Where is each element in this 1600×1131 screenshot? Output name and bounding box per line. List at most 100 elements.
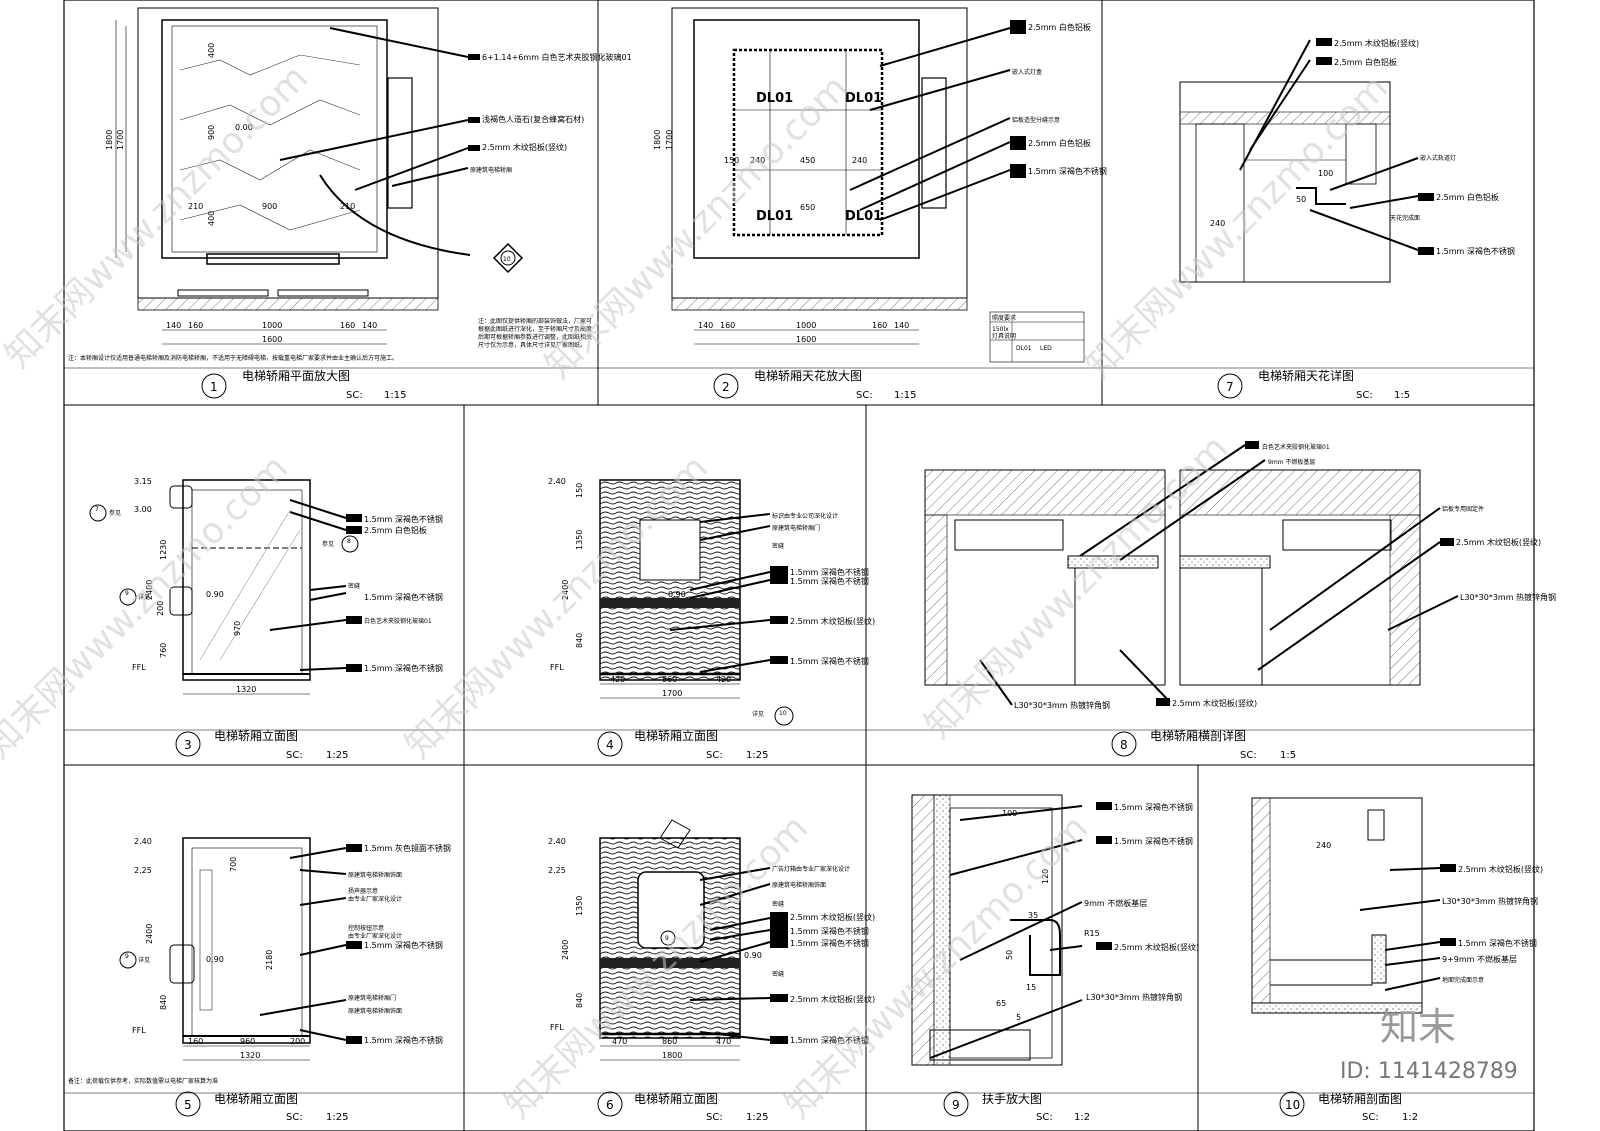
p3-callout-3: 密缝 [348,582,360,590]
p9-callout-2: 1.5mm 深褐色不锈钢 [1114,836,1193,846]
title-3-num: 3 [184,738,192,752]
p4-total-dim: 1700 [662,689,682,698]
p5-callout-2: 原建筑电梯轿厢饰面 [348,871,402,879]
title-4-circle [597,731,623,757]
p4-bottom-dim-2: 860 [662,675,677,684]
p2-lamp-2: DL01 [845,91,882,106]
title-1-circle [201,373,227,399]
p5-callout-7: 1.5mm 深褐色不锈钢 [364,940,443,950]
brand-logo-text: 知末 [1380,1005,1456,1049]
p9-callout-3: 9mm 不燃板基层 [1084,898,1147,908]
p3-callout-6: 1.5mm 深褐色不锈钢 [364,663,443,673]
p1-note-2-box: 注：此图仅提供轿厢的部装饰做法，厂家可根据此图纸进行深化，至于轿厢尺寸及高度后期… [478,318,593,349]
p6-callout-9: 1.5mm 深褐色不锈钢 [790,1035,869,1045]
p4-ffl: FFL [550,663,564,672]
p6-bottom-dim-2: 860 [662,1037,677,1046]
p1-level: 0.00 [235,123,253,132]
title-4-num: 4 [606,738,614,752]
title-2-num: 2 [722,380,730,394]
title-4: 电梯轿厢立面图 [634,728,718,743]
p5-callout-4: 由专业厂家深化设计 [348,895,402,903]
p2-callout-2: 嵌入式灯盒 [1012,68,1042,76]
title-3-circle [175,731,201,757]
p1-total-dim: 1600 [262,335,282,344]
panel-8-section: 白色艺术夹胶钢化玻璃01 9mm 不燃板基层 铝板专用固定件 2.5mm 木纹铝… [924,441,1556,710]
p3-dim-4: 2400 [145,580,154,600]
title-9-sc: SC: [1036,1112,1053,1123]
p8-callout-4: 2.5mm 木纹铝板(竖纹) [1456,537,1541,547]
p1-note: 注：本轿厢设计仅适用普通电梯轿厢及消防电梯轿厢，不适用于无障碍电梯，按载重电梯厂… [68,354,398,362]
p8-callout-1: 白色艺术夹胶钢化玻璃01 [1262,443,1330,451]
title-6-circle [597,1091,623,1117]
title-5: 电梯轿厢立面图 [214,1091,298,1106]
p4-bottom-dim-3: 420 [716,675,731,684]
p1-bottom-dim-1: 140 [166,321,181,330]
p9-callout-5: 2.5mm 木纹铝板(竖纹) [1114,942,1199,952]
p1-bottom-dim-4: 160 [340,321,355,330]
p10-callout-3: 1.5mm 深褐色不锈钢 [1458,938,1537,948]
p1-index-mark: 10 [503,256,511,263]
p2-legend-head: 照度要求 [992,314,1016,322]
p2-legend-row-3: LED [1040,345,1052,352]
title-10-num: 10 [1285,1098,1300,1112]
p5-note: 备注：此荷载仅供参考，实际数值需以电梯厂家核算为准 [68,1077,218,1085]
title-5-sc: SC: [286,1112,303,1123]
title-10: 电梯轿厢剖面图 [1318,1091,1402,1106]
p1-note-2: 注：此图仅提供轿厢的部装饰做法，厂家可根据此图纸进行深化，至于轿厢尺寸及高度后期… [478,318,593,349]
p5-dim-2180: 2180 [265,950,274,970]
p2-legend-table: 照度要求 灯具说明 150lx DL01 LED [989,311,1085,363]
p6-callout-5: 1.5mm 深褐色不锈钢 [790,926,869,936]
p5-bottom-dim-3: 200 [290,1037,305,1046]
p7-callout-4: 2.5mm 白色铝板 [1436,192,1499,202]
p9-dim-7: 5 [1016,1013,1021,1022]
p10-callout-2: L30*30*3mm 热镀锌角钢 [1442,896,1538,906]
title-6-sc: SC: [706,1112,723,1123]
p7-note: 天花完成面 [1390,214,1420,222]
title-8: 电梯轿厢横剖详图 [1150,728,1246,743]
p2-left-dim-2: 1700 [665,130,674,150]
panel-4-elevation: 标识由专业公司深化设计 原建筑电梯轿厢门 密缝 1.5mm 深褐色不锈钢 1.5… [548,477,875,726]
panel-2-ceiling: DL01 DL01 DL01 DL01 2.5mm 白色铝板 嵌入式灯盒 铝板造… [653,7,1107,363]
title-6-scale: 1:25 [746,1112,768,1123]
p3-ref-num-1: 7 [95,506,99,513]
p4-dim-1: 2.40 [548,477,566,486]
p5-dim-4: 840 [159,995,168,1010]
p5-bottom-dim-2: 960 [240,1037,255,1046]
panel-titles: 1 电梯轿厢平面放大图 SC: 1:15 2 电梯轿厢天花放大图 SC: 1:1… [175,368,1418,1123]
p4-ref-circle [774,706,794,726]
p1-inner-dim-4: 210 [188,202,203,211]
title-2: 电梯轿厢天花放大图 [754,368,862,383]
p7-callout-5: 1.5mm 深褐色不锈钢 [1436,246,1515,256]
p1-callout-4: 原建筑电梯轿厢 [470,166,512,174]
p2-bottom-dim-1: 140 [698,321,713,330]
p3-ref-circle-8 [341,535,359,553]
panel-3-elevation: 1.5mm 深褐色不锈钢 2.5mm 白色铝板 密缝 1.5mm 深褐色不锈钢 … [89,477,443,695]
title-8-num: 8 [1120,738,1128,752]
title-10-circle [1279,1091,1305,1117]
p5-callout-1: 1.5mm 灰色镜面不锈钢 [364,843,451,853]
p5-ffl: FFL [132,1026,146,1035]
p6-callout-8: 2.5mm 木纹铝板(竖纹) [790,994,875,1004]
title-1-scale: 1:15 [384,390,406,401]
title-8-sc: SC: [1240,750,1257,761]
p3-dim-970: 970 [233,621,242,636]
p3-callout-1: 1.5mm 深褐色不锈钢 [364,514,443,524]
title-8-circle [1111,731,1137,757]
p5-dim-1: 2.40 [134,837,152,846]
p5-callout-9: 原建筑电梯轿厢饰面 [348,1007,402,1015]
p6-bottom-dim-3: 470 [716,1037,731,1046]
p6-callout-1: 广告灯箱由专业厂家深化设计 [772,865,850,873]
title-5-num: 5 [184,1098,192,1112]
p6-callout-6: 1.5mm 深褐色不锈钢 [790,938,869,948]
title-2-scale: 1:15 [894,390,916,401]
p5-dim-700: 700 [229,857,238,872]
p4-dim-4: 2400 [561,580,570,600]
p5-callout-10: 1.5mm 深褐色不锈钢 [364,1035,443,1045]
p6-dim-3: 1350 [575,896,584,916]
p2-bottom-dim-2: 160 [720,321,735,330]
p6-index-circle [660,930,676,946]
title-9-circle [943,1091,969,1117]
title-7-scale: 1:5 [1394,390,1410,401]
title-7-sc: SC: [1356,390,1373,401]
p6-callout-3: 密缝 [772,900,784,908]
